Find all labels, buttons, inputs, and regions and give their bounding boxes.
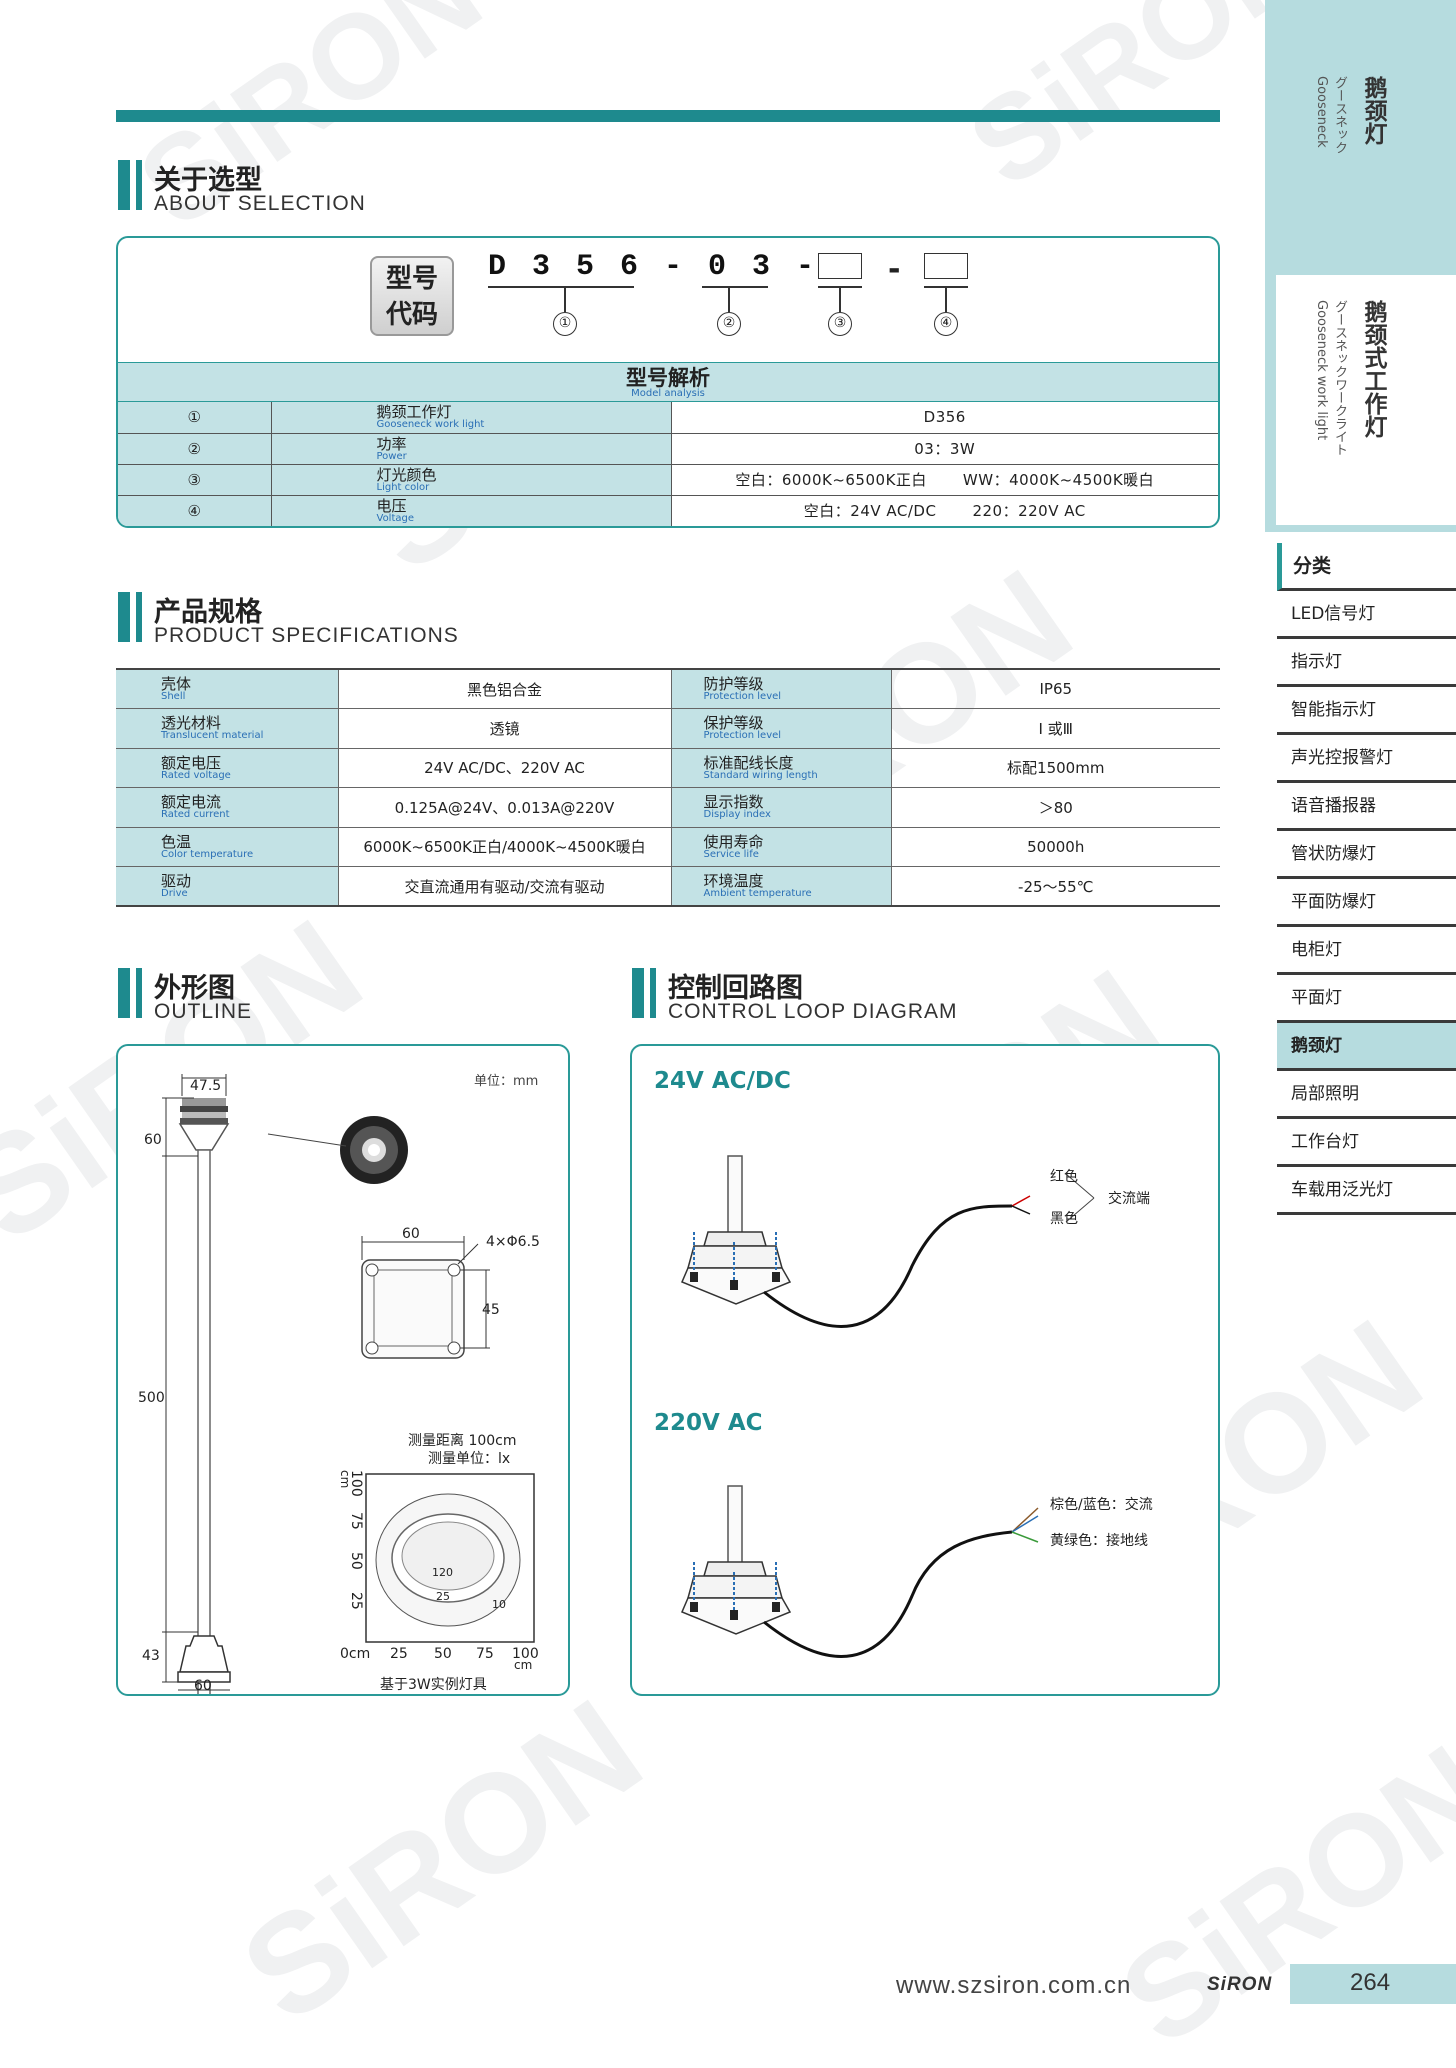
heading-cn: 产品规格 — [154, 597, 262, 628]
outline-panel: 单位：mm — [116, 1044, 570, 1696]
model-analysis-header: 型号解析 Model analysis — [118, 362, 1218, 402]
heading-cn: 关于选型 — [154, 165, 262, 196]
sidebar-active-tab — [1276, 275, 1456, 525]
ac-title: 220V AC — [654, 1410, 763, 1436]
ring-label: 25 — [436, 1590, 450, 1603]
sidebar-tab1-jp: グースネック — [1332, 76, 1347, 154]
dim-plate-height: 45 — [482, 1302, 500, 1318]
footer-logo: SiRON — [1207, 1974, 1273, 1995]
y-tick: 25 — [348, 1592, 364, 1610]
outline-drawing — [162, 1074, 535, 1694]
ring-label: 10 — [492, 1598, 506, 1611]
sidebar-tab1-en: Gooseneck — [1314, 76, 1329, 148]
sidebar-tab2-title[interactable]: 鹅颈式工作灯 — [1360, 300, 1386, 438]
unit-label: 单位：mm — [474, 1074, 539, 1089]
nav-item-tube-explosion-proof[interactable]: 管状防爆灯 — [1277, 831, 1456, 879]
category-nav: 分类 LED信号灯 指示灯 智能指示灯 声光控报警灯 语音播报器 管状防爆灯 平… — [1277, 543, 1456, 1215]
photometric-caption: 基于3W实例灯具 — [380, 1677, 487, 1693]
ac-line2-label: 黄绿色：接地线 — [1050, 1533, 1148, 1549]
heading-en: CONTROL LOOP DIAGRAM — [668, 1000, 958, 1023]
control-panel: 24V AC/DC 220V AC 红色 黑色 交流端 — [630, 1044, 1220, 1696]
x-tick: 100 — [512, 1646, 539, 1662]
dc-title: 24V AC/DC — [654, 1068, 791, 1094]
x-tick: 25 — [390, 1646, 408, 1662]
dc-black-label: 黑色 — [1050, 1211, 1078, 1227]
dim-base-width: 60 — [194, 1678, 212, 1694]
sidebar-tab1-title[interactable]: 鹅颈灯 — [1360, 76, 1386, 145]
footer-url[interactable]: www.szsiron.com.cn — [896, 1972, 1132, 1999]
heading-en: ABOUT SELECTION — [154, 192, 366, 215]
nav-item-gooseneck[interactable]: 鹅颈灯 — [1277, 1023, 1456, 1071]
nav-heading: 分类 — [1277, 543, 1456, 591]
nav-item-voice[interactable]: 语音播报器 — [1277, 783, 1456, 831]
x-tick: 0cm — [340, 1646, 371, 1662]
dim-base-height: 43 — [142, 1648, 160, 1664]
heading-en: PRODUCT SPECIFICATIONS — [154, 624, 459, 647]
page-number-box — [1290, 1964, 1456, 2004]
marker-4: ④ — [934, 312, 958, 336]
nav-item-flat[interactable]: 平面灯 — [1277, 975, 1456, 1023]
nav-item-vehicle-flood[interactable]: 车载用泛光灯 — [1277, 1167, 1456, 1215]
marker-1: ① — [553, 312, 577, 336]
code-slot-4 — [924, 253, 968, 279]
dc-terminal-label: 交流端 — [1108, 1191, 1150, 1207]
dc-red-label: 红色 — [1050, 1169, 1078, 1185]
x-tick: 75 — [476, 1646, 494, 1662]
ac-line1-label: 棕色/蓝色：交流 — [1050, 1497, 1153, 1513]
photometric-distance: 测量距离 100cm — [408, 1433, 517, 1449]
dim-plate-width: 60 — [402, 1226, 420, 1242]
nav-item-alarm[interactable]: 声光控报警灯 — [1277, 735, 1456, 783]
dim-top-width: 47.5 — [190, 1078, 222, 1094]
heading-en: OUTLINE — [154, 1000, 253, 1023]
photometric-unit: 测量单位：lx — [428, 1451, 511, 1467]
dim-head-height: 60 — [144, 1132, 162, 1148]
sidebar-tab2-en: Gooseneck work light — [1314, 300, 1329, 441]
marker-2: ② — [717, 312, 741, 336]
nav-item-led-signal[interactable]: LED信号灯 — [1277, 591, 1456, 639]
ring-label: 120 — [432, 1566, 453, 1579]
model-code-box: 型号 代码 D 3 5 6 - 0 3 - ① ② ③ - ④ 型号解析 Mod… — [116, 236, 1220, 528]
y-tick: 75 — [348, 1512, 364, 1530]
dim-holes: 4×Φ6.5 — [486, 1234, 540, 1250]
code-slot-3 — [818, 253, 862, 279]
heading-cn: 外形图 — [154, 973, 235, 1004]
marker-3: ③ — [828, 312, 852, 336]
nav-item-local-lighting[interactable]: 局部照明 — [1277, 1071, 1456, 1119]
sidebar-tab2-jp: グースネックワークライト — [1332, 300, 1347, 456]
nav-item-cabinet[interactable]: 电柜灯 — [1277, 927, 1456, 975]
nav-item-smart-indicator[interactable]: 智能指示灯 — [1277, 687, 1456, 735]
heading-cn: 控制回路图 — [668, 973, 803, 1004]
watermark: SiRON — [214, 1669, 669, 2053]
watermark: SiRON — [115, 0, 505, 253]
model-code-badge: 型号 代码 — [370, 256, 454, 336]
y-tick: 50 — [348, 1552, 364, 1570]
x-unit: cm — [514, 1658, 533, 1672]
nav-item-worktable[interactable]: 工作台灯 — [1277, 1119, 1456, 1167]
y-unit: cm — [338, 1470, 352, 1489]
nav-item-indicator[interactable]: 指示灯 — [1277, 639, 1456, 687]
page-number: 264 — [1350, 1969, 1391, 1996]
code-dash: - — [888, 252, 901, 287]
model-code-string: D 3 5 6 - 0 3 - — [488, 250, 819, 284]
top-accent-bar — [116, 110, 1220, 122]
nav-item-flat-explosion-proof[interactable]: 平面防爆灯 — [1277, 879, 1456, 927]
wiring-diagram — [681, 1155, 1095, 1658]
x-tick: 50 — [434, 1646, 452, 1662]
watermark: SiRON — [1095, 1717, 1456, 2068]
dim-length: 500 — [138, 1390, 165, 1406]
